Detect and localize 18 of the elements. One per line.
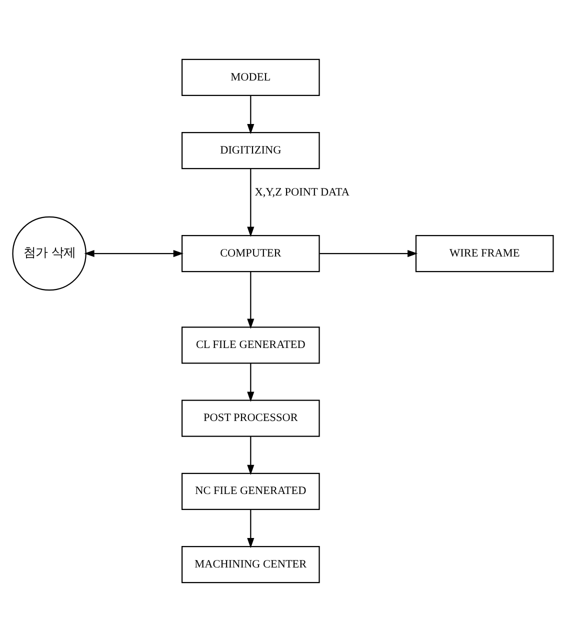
arrow [247,271,254,328]
arrow [247,168,254,236]
node-box: WIRE FRAME [415,234,554,272]
node-box: NC FILE GENERATED [182,472,320,510]
node-circle: 첨가 삭제 [12,216,86,290]
arrow [320,249,418,257]
arrow [247,509,254,548]
node-box: COMPUTER [182,234,320,272]
arrow [247,362,254,402]
node-box: DIGITIZING [182,132,320,169]
node-box: MACHINING CENTER [182,545,320,583]
node-box: MODEL [182,58,320,96]
node-box: CL FILE GENERATED [182,326,320,364]
arrow [247,95,254,134]
edge-label: X,Y,Z POINT DATA [254,186,350,198]
arrow [84,249,184,257]
arrow [247,436,254,474]
node-box: POST PROCESSOR [182,399,320,436]
